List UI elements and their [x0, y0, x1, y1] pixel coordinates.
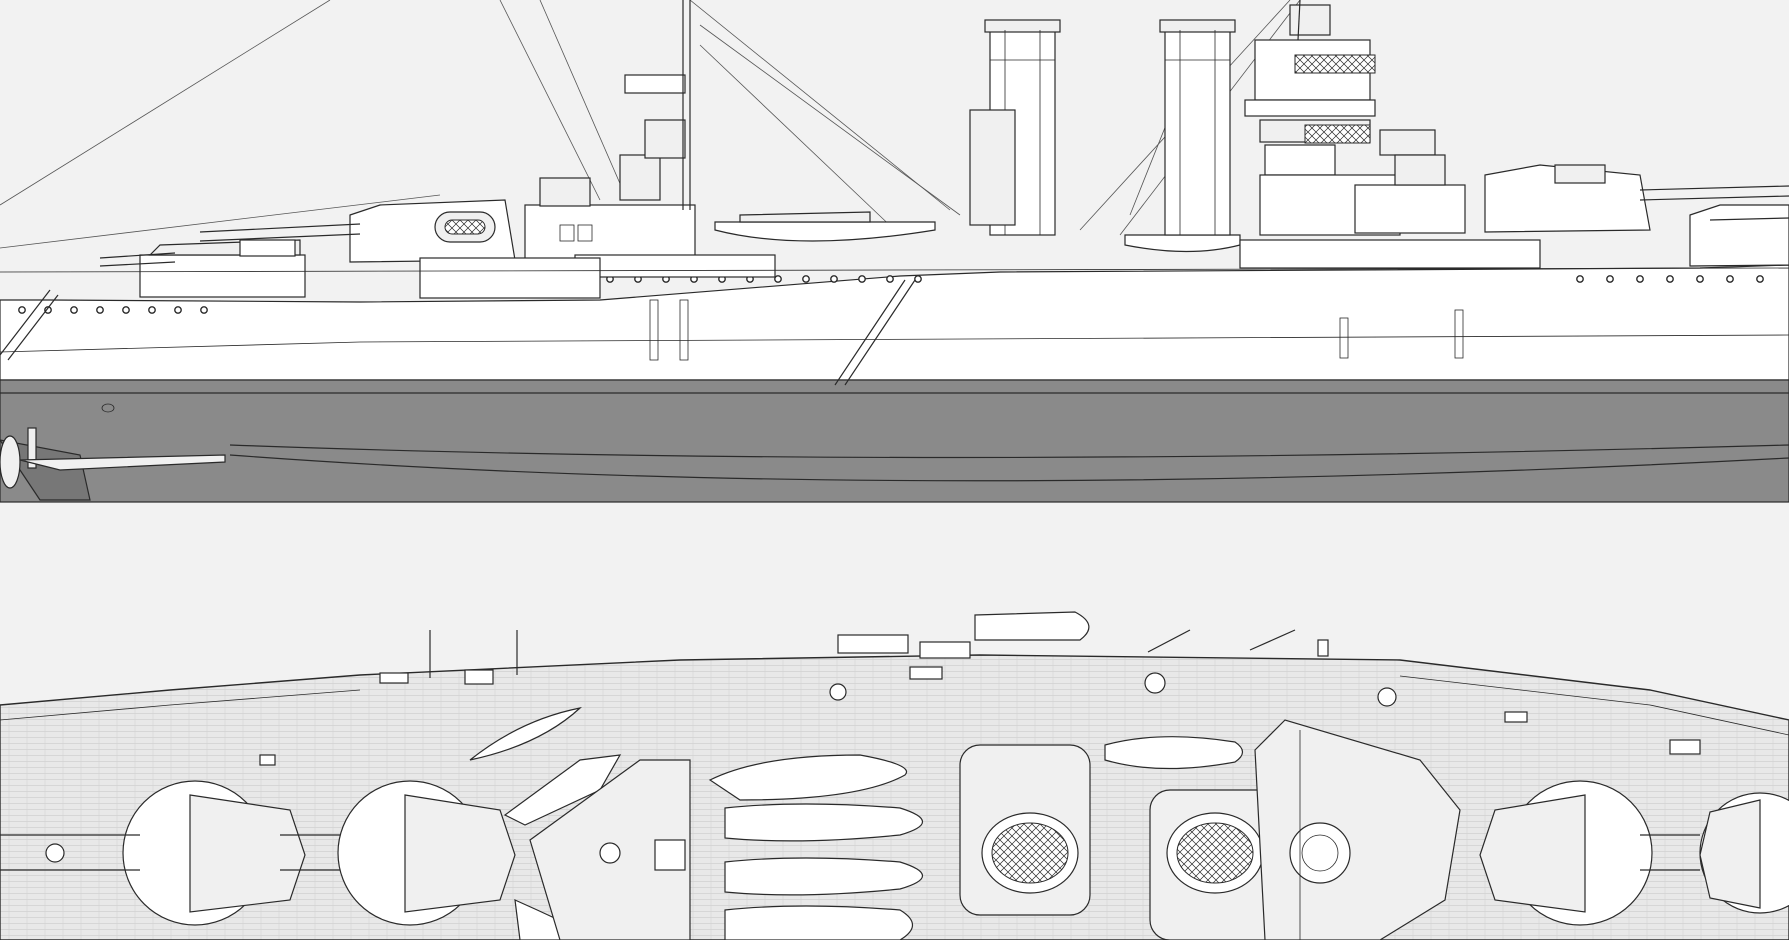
- aft-funnel: [1159, 19, 1236, 236]
- deck-plan-view: [0, 611, 1789, 940]
- porthole: [174, 306, 182, 314]
- hull-below-waterline: [0, 379, 1789, 503]
- forward-turret-a: [1689, 204, 1789, 267]
- porthole: [830, 275, 838, 283]
- plan-aft-superstructure: [529, 759, 691, 940]
- porthole: [200, 306, 208, 314]
- bridge-tower: [1239, 0, 1541, 269]
- deck-fittings: [259, 629, 1701, 766]
- forward-turret-b: [1484, 164, 1789, 233]
- plan-aft-turret-x: [0, 780, 306, 926]
- plan-forward-turret-b: [1479, 780, 1700, 926]
- porthole: [1726, 275, 1734, 283]
- plan-bridge: [1254, 719, 1461, 940]
- hull: [0, 264, 1789, 503]
- porthole: [70, 306, 78, 314]
- porthole: [1636, 275, 1644, 283]
- porthole: [96, 306, 104, 314]
- aft-superstructure: [419, 0, 776, 299]
- porthole: [18, 306, 26, 314]
- plan-forward-funnel: [959, 744, 1091, 916]
- porthole: [148, 306, 156, 314]
- porthole: [886, 275, 894, 283]
- porthole: [1576, 275, 1584, 283]
- plan-forward-turret-a: [1699, 792, 1789, 914]
- deck-ladders: [0, 267, 1789, 386]
- plan-aft-funnel: [1149, 789, 1291, 940]
- porthole: [1756, 275, 1764, 283]
- aft-turret-y: [199, 199, 516, 263]
- porthole: [122, 306, 130, 314]
- aft-turret-x: [99, 239, 306, 298]
- porthole: [914, 275, 922, 283]
- porthole: [1606, 275, 1614, 283]
- porthole: [44, 306, 52, 314]
- boats-amidships: [714, 211, 1241, 253]
- porthole: [1696, 275, 1704, 283]
- forward-funnel: [969, 19, 1061, 236]
- plan-aft-turret-y: [280, 780, 516, 926]
- porthole: [858, 275, 866, 283]
- porthole: [802, 275, 810, 283]
- rudder-propeller: [0, 403, 226, 501]
- porthole: [1666, 275, 1674, 283]
- porthole: [774, 275, 782, 283]
- side-profile-view: [0, 0, 1789, 503]
